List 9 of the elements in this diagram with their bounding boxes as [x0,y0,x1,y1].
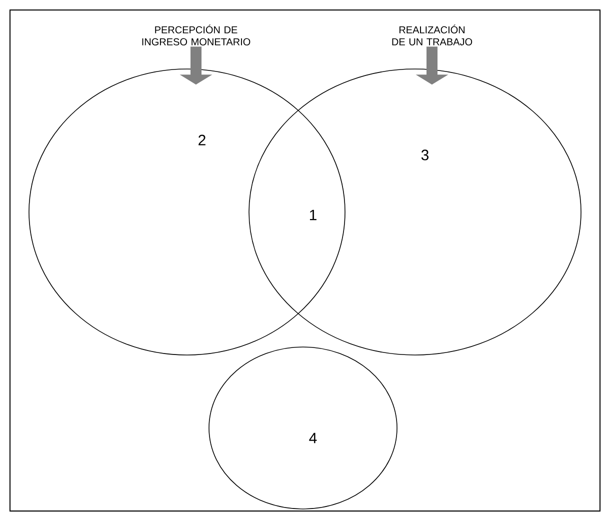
ellipse [208,346,398,510]
ellipse [28,68,346,356]
heading-text: PERCEPCIÓN DE INGRESO MONETARIO [142,24,250,46]
ellipse [248,68,582,356]
region-number: 1 [310,210,316,220]
region-number: 4 [309,432,317,444]
region-number: 2 [198,134,206,146]
heading-text: REALIZACIÓN DE UN TRABAJO [392,24,472,46]
region-number: 3 [421,150,429,160]
